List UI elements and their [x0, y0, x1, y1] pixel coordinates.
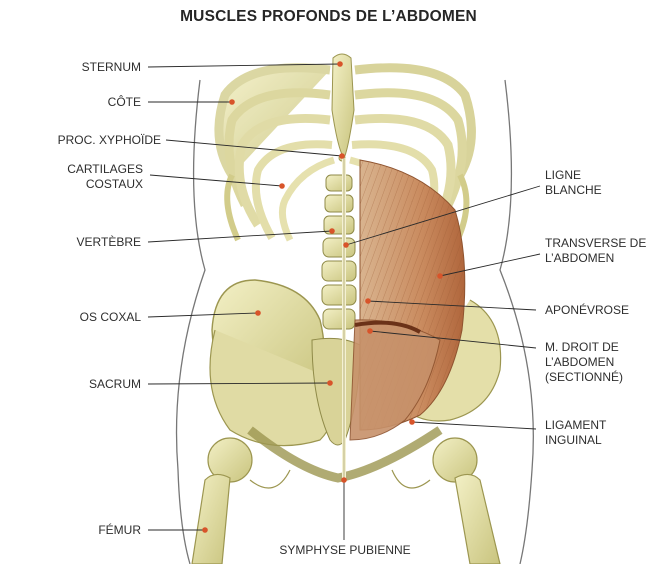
label-transverse-line2: L’ABDOMEN — [545, 251, 646, 266]
label-transverse-line1: TRANSVERSE DE — [545, 236, 646, 251]
label-femur: FÉMUR — [98, 523, 141, 538]
rectus-muscle — [350, 320, 440, 440]
label-sternum: STERNUM — [82, 60, 141, 75]
label-transverse: TRANSVERSE DE L’ABDOMEN — [545, 236, 646, 266]
label-muscle-droit-line2: L’ABDOMEN — [545, 355, 623, 370]
label-symphyse-pubienne: SYMPHYSE PUBIENNE — [0, 543, 657, 558]
label-ligne-blanche: LIGNE BLANCHE — [545, 168, 602, 198]
label-ligament-line2: INGUINAL — [545, 433, 606, 448]
label-muscle-droit-line1: M. DROIT DE — [545, 340, 623, 355]
label-aponevrose: APONÉVROSE — [545, 303, 629, 318]
label-cote: CÔTE — [108, 95, 141, 110]
label-ligament-line1: LIGAMENT — [545, 418, 606, 433]
sternum-bone — [332, 54, 354, 158]
diagram-title: MUSCLES PROFONDS DE L’ABDOMEN — [0, 8, 657, 26]
label-muscle-droit: M. DROIT DE L’ABDOMEN (SECTIONNÉ) — [545, 340, 623, 385]
label-ligament-inguinal: LIGAMENT INGUINAL — [545, 418, 606, 448]
label-ligne-blanche-line1: LIGNE — [545, 168, 602, 183]
label-cartilages-line2: COSTAUX — [67, 177, 143, 192]
label-cartilages: CARTILAGES COSTAUX — [67, 162, 143, 192]
label-xiphoide: PROC. XYPHOÏDE — [58, 133, 161, 148]
label-vertebre: VERTÈBRE — [77, 235, 141, 250]
label-cartilages-line1: CARTILAGES — [67, 162, 143, 177]
label-muscle-droit-line3: (SECTIONNÉ) — [545, 370, 623, 385]
label-sacrum: SACRUM — [89, 377, 141, 392]
label-os-coxal: OS COXAL — [80, 310, 141, 325]
spine — [322, 175, 356, 329]
label-ligne-blanche-line2: BLANCHE — [545, 183, 602, 198]
